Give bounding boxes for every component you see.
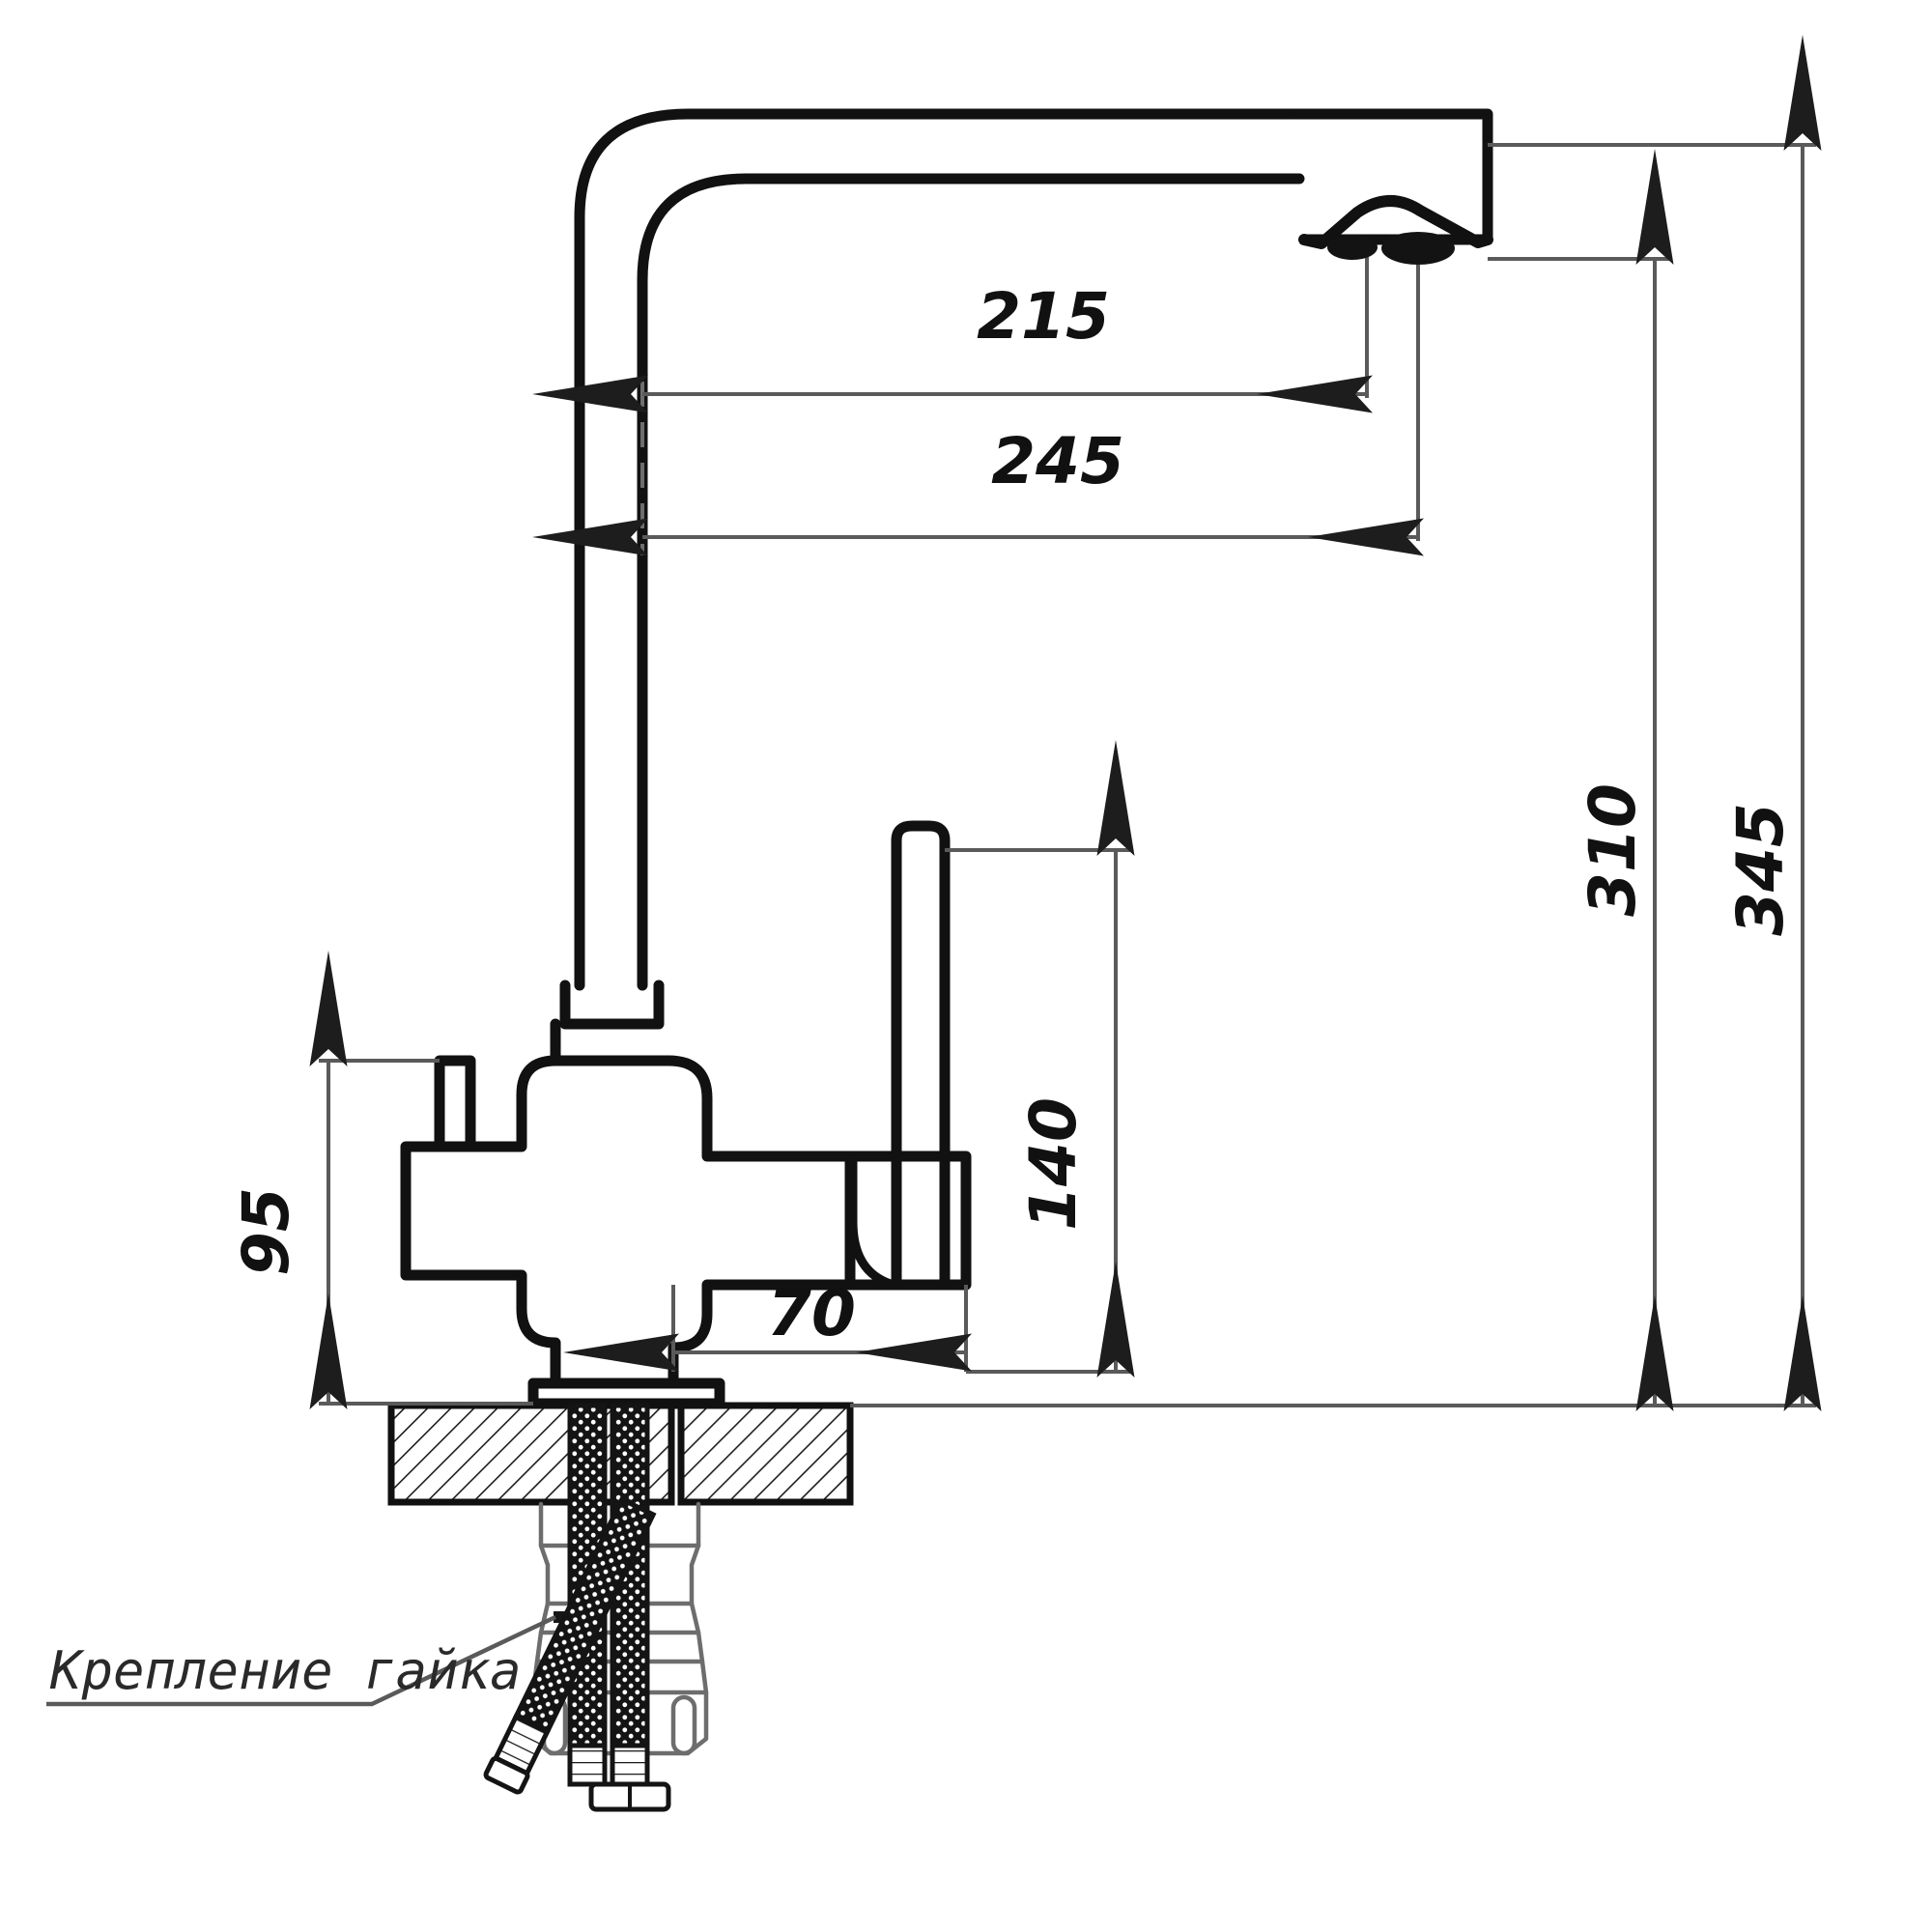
flex-hose-angled-group xyxy=(483,1495,657,1795)
aerator-shroud xyxy=(1298,195,1493,249)
mixer-body-left xyxy=(400,1055,561,1389)
lever-handle-arm xyxy=(891,820,951,1291)
countertop-right xyxy=(677,1402,854,1506)
dimension-label-140: 140 xyxy=(1016,1097,1091,1231)
lever-height-dimension xyxy=(945,740,1135,1378)
callout-leader-line xyxy=(46,1614,556,1707)
lever-handle-inner-curve xyxy=(848,1154,898,1290)
dimension-label-345: 345 xyxy=(1723,803,1798,936)
dimension-label-70: 70 xyxy=(767,1276,856,1350)
aerator-nozzles xyxy=(1327,232,1455,265)
aerator-nozzle-right xyxy=(1381,232,1455,265)
dimension-label-310: 310 xyxy=(1576,783,1650,917)
flex-hose-straight-thread xyxy=(610,1743,650,1787)
mounting-nut-callout: Крепление гайка xyxy=(46,1614,556,1707)
countertop-section xyxy=(387,1402,854,1506)
nut-slot-right xyxy=(670,1694,697,1756)
mounting-nut-label: Крепление гайка xyxy=(49,1640,522,1701)
dimension-label-215: 215 xyxy=(977,279,1110,354)
aerator-nozzle-left xyxy=(1327,235,1378,260)
flex-hoses xyxy=(483,1403,671,1812)
side-handle-stem xyxy=(434,1055,476,1152)
dimension-label-245: 245 xyxy=(991,424,1124,498)
vertical-dimensions xyxy=(850,35,1822,1411)
lever-handle-body xyxy=(844,1151,972,1291)
horizontal-dimensions xyxy=(532,249,1424,556)
dimension-label-95: 95 xyxy=(229,1187,303,1276)
flex-hose-angled-nut xyxy=(483,1755,530,1795)
faucet-outline xyxy=(400,108,1493,1409)
spout-outer-profile xyxy=(574,108,1305,991)
spout-inner-profile xyxy=(637,173,1305,991)
base-offset-dimension xyxy=(563,1285,972,1372)
flex-hose-second-thread xyxy=(567,1743,608,1787)
side-handle-height-dimension xyxy=(309,951,533,1409)
cartridge-collar-upper xyxy=(559,980,665,1030)
